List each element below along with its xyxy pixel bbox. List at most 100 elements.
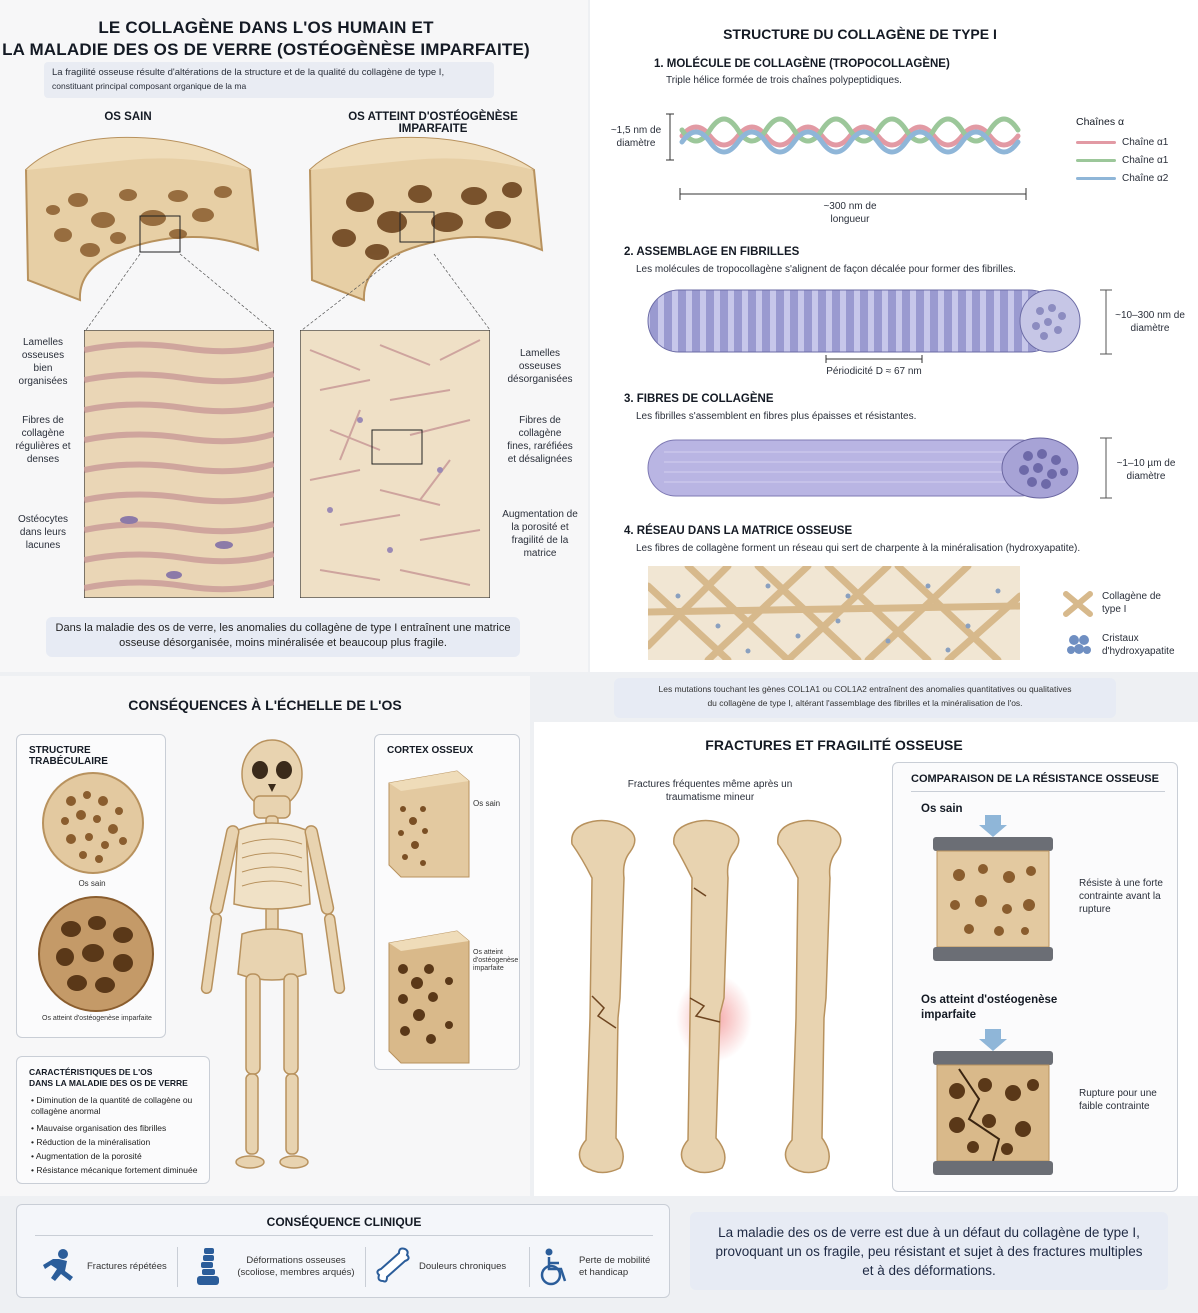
collagen-legend-icon [1063,591,1093,617]
clinical-title: CONSÉQUENCE CLINIQUE [266,1215,422,1229]
healthy-bone-block-illustration [24,136,260,302]
spine-icon [197,1248,219,1285]
clinical-label-fractures: Fractures répétées [87,1261,167,1272]
comparison-title: COMPARAISON DE LA RÉSISTANCE OSSEUSE [911,773,1159,785]
chain-label-alpha1b: Chaîne α1 [1122,154,1169,166]
fibril-diameter-bracket [1100,289,1112,355]
label-healthy-fibers: Fibres de collagène régulières et denses [15,415,71,465]
oi-bone-title: OS ATTEINT D'OSTÉOGÈNÈSE IMPARFAITE [348,111,518,135]
chain-label-alpha2: Chaîne α2 [1122,172,1169,184]
label-osteocytes: Ostéocytes dans leurs lacunes [17,514,69,551]
fractures-panel: FRACTURES ET FRAGILITÉ OSSEUSE Fractures… [534,722,1198,1196]
trabecular-title: STRUCTURE TRABÉCULAIRE [29,745,108,767]
fibril-diameter: ~10–300 nm de diamètre [1115,310,1185,334]
chain-legend-item: Chaîne α1 [1076,151,1186,169]
trabecular-healthy-illustration [42,772,144,874]
collagen-structure-panel: STRUCTURE DU COLLAGÈNE DE TYPE I 1. MOLÉ… [590,0,1198,672]
falling-person-icon [43,1249,73,1281]
comparison-box: COMPARAISON DE LA RÉSISTANCE OSSEUSE Os … [892,762,1178,1192]
periodicity-bracket [825,355,923,363]
trabecular-box: STRUCTURE TRABÉCULAIRE Os sain Os attein… [16,734,166,1038]
trab-oi-label: Os atteint d'ostéogenèse imparfaite [42,1015,152,1022]
mutation-line2: du collagène de type I, altérant l'assem… [707,698,1023,708]
fibril-illustration [647,289,1081,353]
intro-box [44,62,494,98]
cortex-box: CORTEX OSSEUX Os sain Os atteint d'ostéo… [374,734,520,1070]
bone-icon [376,1247,410,1283]
zoom-lines [85,253,491,331]
step2-desc: Les molécules de tropocollagène s'aligne… [636,264,1016,275]
molecule-diameter: ~1,5 nm de diamètre [610,125,662,149]
cortex-oi-illustration [388,930,470,1064]
oi-matrix-micrograph [300,330,490,598]
top-left-panel: LE COLLAGÈNE DANS L'OS HUMAIN ET LA MALA… [0,0,588,672]
intro-line2: constituant principal composant organiqu… [52,81,247,91]
step2-title: 2. ASSEMBLAGE EN FIBRILLES [624,246,800,258]
intro-line1: La fragilité osseuse résulte d'altératio… [52,67,445,78]
fractures-note: Fractures fréquentes même après un traum… [627,779,793,803]
oi-bone-block-illustration [308,136,544,302]
characteristics-box: CARACTÉRISTIQUES DE L'OS DANS LA MALADIE… [16,1056,210,1184]
mutation-line1: Les mutations touchant les gènes COL1A1 … [658,684,1072,694]
comparison-oi-title: Os atteint d'ostéogenèse imparfaite [921,994,1058,1021]
trab-healthy-label: Os sain [78,879,106,888]
characteristic-item: Diminution de la quantité de collagène o… [31,1095,207,1117]
comparison-healthy-desc: Résiste à une forte contrainte avant la … [1079,878,1163,915]
consequences-panel: CONSÉQUENCES À L'ÉCHELLE DE L'OS STRUCTU… [0,676,530,1196]
step4-title: 4. RÉSEAU DANS LA MATRICE OSSEUSE [624,525,853,537]
chain-swatch-alpha1a [1076,140,1116,144]
legend-collagen: Collagène de type I [1102,591,1161,615]
femurs-illustration [571,819,842,1174]
cortex-healthy-label: Os sain [473,799,501,808]
label-oi-lamellae: Lamelles osseuses désorganisées [507,348,573,385]
structure-title: STRUCTURE DU COLLAGÈNE DE TYPE I [723,26,997,42]
characteristics-title-2: DANS LA MALADIE DES OS DE VERRE [29,1078,188,1088]
mutation-callout: Les mutations touchant les gènes COL1A1 … [614,678,1116,718]
chains-legend: Chaîne α1 Chaîne α1 Chaîne α2 [1076,133,1186,187]
clinical-item-mobility: Perte de mobilité et handicap [537,1245,665,1289]
label-oi-fibers: Fibres de collagène fines, raréfiées et … [507,415,573,465]
step1-desc: Triple hélice formée de trois chaînes po… [666,75,902,86]
characteristic-item: Augmentation de la porosité [31,1149,207,1163]
clinical-label-deformations: Déformations osseuses (scoliose, membres… [237,1255,355,1278]
chains-legend-title: Chaînes α [1076,116,1125,128]
clinical-separator [177,1247,178,1287]
cortex-oi-label: Os atteint d'ostéogenèse imparfaite [473,949,519,972]
comparison-divider [911,791,1165,792]
fractures-title: FRACTURES ET FRAGILITÉ OSSEUSE [705,737,963,753]
chain-swatch-alpha2 [1076,176,1116,180]
comparison-oi-desc: Rupture pour une faible contrainte [1079,1088,1157,1112]
main-title-line2: LA MALADIE DES OS DE VERRE (OSTÉOGÈNÈSE … [2,40,530,59]
periodicity-label: Périodicité D ≈ 67 nm [826,366,922,377]
clinical-item-fractures: Fractures répétées [39,1245,189,1289]
clinical-label-mobility: Perte de mobilité et handicap [579,1255,651,1278]
fiber-diameter-bracket [1100,437,1112,499]
skeleton-illustration [200,739,346,1169]
main-title-line1: LE COLLAGÈNE DANS L'OS HUMAIN ET [98,18,434,37]
top-left-callout: Dans la maladie des os de verre, les ano… [46,617,520,657]
characteristic-item: Réduction de la minéralisation [31,1135,207,1149]
clinical-label-pain: Douleurs chroniques [419,1261,507,1272]
trabecular-oi-illustration [38,896,154,1012]
press-test-oi-illustration [933,1029,1053,1175]
collagen-fiber-illustration [647,437,1079,499]
cortex-healthy-illustration [388,770,470,878]
chain-legend-item: Chaîne α1 [1076,133,1186,151]
comparison-healthy-title: Os sain [921,803,963,815]
clinical-separator [365,1247,366,1287]
clinical-separator [529,1247,530,1287]
step1-title: 1. MOLÉCULE DE COLLAGÈNE (TROPOCOLLAGÈNE… [654,58,950,70]
triple-helix-illustration [666,113,1027,200]
healthy-bone-title: OS SAIN [104,111,152,123]
step4-desc: Les fibres de collagène forment un résea… [636,543,1081,554]
clinical-item-deformations: Déformations osseuses (scoliose, membres… [193,1245,369,1289]
step3-title: 3. FIBRES DE COLLAGÈNE [624,393,774,405]
consequences-title: CONSÉQUENCES À L'ÉCHELLE DE L'OS [128,697,402,713]
step3-desc: Les fibrilles s'assemblent en fibres plu… [636,411,917,422]
hydroxyapatite-legend-icon [1067,635,1091,654]
characteristic-item: Résistance mécanique fortement diminuée [31,1163,207,1177]
characteristics-list: Diminution de la quantité de collagène o… [31,1095,207,1177]
legend-hydroxyapatite: Cristaux d'hydroxyapatite [1102,633,1175,657]
characteristics-title-1: CARACTÉRISTIQUES DE L'OS [29,1067,153,1077]
press-test-healthy-illustration [933,815,1053,961]
